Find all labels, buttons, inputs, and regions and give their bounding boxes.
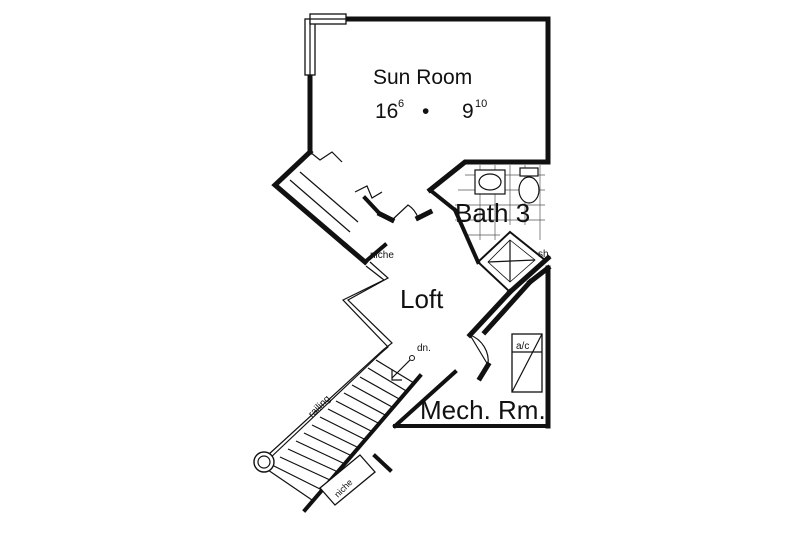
down-label: dn. xyxy=(417,343,431,354)
shower-label: sh. xyxy=(538,249,551,260)
mech-room-label: Mech. Rm. xyxy=(420,395,546,425)
sun-room-window xyxy=(304,13,347,76)
sun-room-depth-in: 10 xyxy=(475,98,487,110)
bath-label: Bath 3 xyxy=(455,198,530,228)
exterior-walls xyxy=(307,16,551,429)
sun-room-width-in: 6 xyxy=(398,98,404,110)
loft-walls xyxy=(341,204,534,429)
niche-upper-label: niche xyxy=(370,250,394,261)
loft-label: Loft xyxy=(400,284,444,314)
sun-room-width-ft: 16 xyxy=(375,100,398,123)
railing-label: railing xyxy=(306,393,333,420)
sun-room-bay xyxy=(271,148,383,266)
ac-unit xyxy=(511,333,543,393)
ac-label: a/c xyxy=(516,341,529,352)
sun-room-depth-ft: 9 xyxy=(462,100,474,123)
stair xyxy=(253,349,423,513)
bath-walls xyxy=(426,159,552,296)
sun-room-separator: • xyxy=(422,100,429,123)
sun-room-label: Sun Room xyxy=(373,66,472,89)
